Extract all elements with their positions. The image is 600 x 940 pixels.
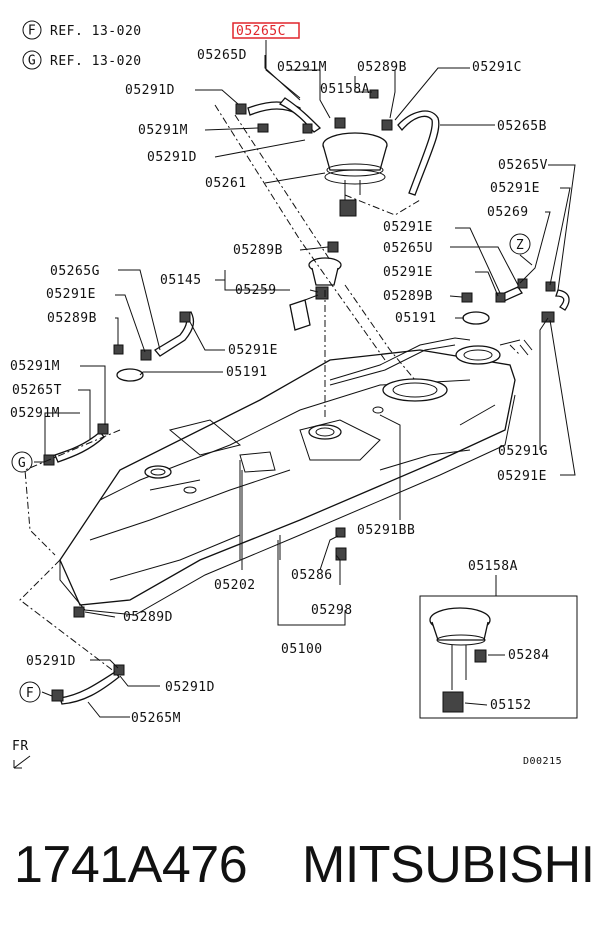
label-05289D[interactable]: 05289D: [123, 610, 173, 625]
sender-unit: [289, 257, 342, 331]
label-05191-r[interactable]: 05191: [395, 311, 437, 326]
label-05291D-r[interactable]: 05291D: [165, 680, 215, 695]
inset-05158A: 05158A 05284 05152: [419, 559, 578, 719]
label-05265T[interactable]: 05265T: [12, 383, 62, 398]
label-05291E-r1[interactable]: 05291E: [490, 181, 540, 196]
footer: 1741A476 MITSUBISHI: [0, 835, 600, 905]
label-05259[interactable]: 05259: [235, 283, 277, 298]
highlighted-part-label[interactable]: 05265C: [236, 24, 286, 39]
top-pump-module: [322, 132, 388, 217]
ref-g-letter: G: [28, 54, 36, 69]
clip-05291D-a-icon: [235, 103, 247, 115]
label-05291M-l1[interactable]: 05291M: [10, 359, 60, 374]
front-indicator: FR: [12, 739, 31, 769]
marker-f: F: [19, 681, 41, 703]
nut-05289B-top-icon: [369, 89, 379, 99]
label-05158A-inset[interactable]: 05158A: [468, 559, 518, 574]
label-05265V[interactable]: 05265V: [498, 158, 548, 173]
ref-f: F REF. 13-020: [22, 20, 142, 40]
marker-z: Z: [509, 233, 531, 255]
label-05291E-r2[interactable]: 05291E: [383, 220, 433, 235]
label-05145[interactable]: 05145: [160, 273, 202, 288]
front-arrow-icon: [13, 755, 31, 769]
nut-05289B-r-icon: [461, 292, 473, 303]
label-05265M[interactable]: 05265M: [131, 711, 181, 726]
label-05291G[interactable]: 05291G: [498, 444, 548, 459]
label-05265D[interactable]: 05265D: [197, 48, 247, 63]
label-05158A-top[interactable]: 05158A: [320, 82, 370, 97]
brand-name: MITSUBISHI: [302, 836, 595, 894]
label-05265B[interactable]: 05265B: [497, 119, 547, 134]
label-05291M-l2[interactable]: 05291M: [10, 406, 60, 421]
label-05269[interactable]: 05269: [487, 205, 529, 220]
label-05291M-b[interactable]: 05291M: [138, 123, 188, 138]
label-05261[interactable]: 05261: [205, 176, 247, 191]
part-number: 1741A476: [14, 836, 248, 894]
label-05289B-top[interactable]: 05289B: [357, 60, 407, 75]
nut-05289B-l-icon: [113, 344, 124, 355]
fuel-tank: [59, 345, 516, 616]
label-05291BB[interactable]: 05291BB: [357, 523, 415, 538]
filter-05152-icon: [442, 691, 464, 713]
diagram-code: D00215: [523, 756, 562, 767]
label-05291M-top[interactable]: 05291M: [277, 60, 327, 75]
label-05202[interactable]: 05202: [214, 578, 256, 593]
label-05152[interactable]: 05152: [490, 698, 532, 713]
label-05289B-l[interactable]: 05289B: [47, 311, 97, 326]
washer-05286-icon: [335, 527, 346, 538]
label-05291E-l2[interactable]: 05291E: [228, 343, 278, 358]
label-05291E-l[interactable]: 05291E: [46, 287, 96, 302]
label-05298[interactable]: 05298: [311, 603, 353, 618]
clip-05291M-b-icon: [257, 123, 269, 133]
label-05291D-b[interactable]: 05291D: [147, 150, 197, 165]
svg-text:F: F: [26, 686, 34, 701]
label-05284[interactable]: 05284: [508, 648, 550, 663]
svg-text:Z: Z: [516, 238, 524, 253]
label-05291E-r4[interactable]: 05291E: [497, 469, 547, 484]
nut-05289B-mid-icon: [327, 241, 339, 253]
label-05265U[interactable]: 05265U: [383, 241, 433, 256]
sensor-05284-icon: [474, 649, 487, 663]
svg-text:FR: FR: [12, 739, 29, 754]
label-05291C[interactable]: 05291C: [472, 60, 522, 75]
label-05289B-mid[interactable]: 05289B: [233, 243, 283, 258]
label-05291D-a[interactable]: 05291D: [125, 83, 175, 98]
highlight-box: [232, 22, 300, 39]
label-05191-l[interactable]: 05191: [226, 365, 268, 380]
bolt-05298-icon: [335, 547, 347, 561]
label-05286[interactable]: 05286: [291, 568, 333, 583]
label-05265G[interactable]: 05265G: [50, 264, 100, 279]
label-05100[interactable]: 05100: [281, 642, 323, 657]
marker-g: G: [11, 451, 33, 473]
svg-text:G: G: [18, 456, 26, 471]
label-05291D-l[interactable]: 05291D: [26, 654, 76, 669]
label-05291E-r3[interactable]: 05291E: [383, 265, 433, 280]
ref-f-letter: F: [28, 24, 36, 39]
ref-g: G REF. 13-020: [22, 50, 142, 70]
parts-diagram: F REF. 13-020 G REF. 13-020 05265C: [10, 20, 578, 769]
ref-g-text: REF. 13-020: [50, 54, 142, 69]
ref-f-text: REF. 13-020: [50, 24, 142, 39]
nut-05289D-icon: [73, 606, 85, 618]
label-05289B-r[interactable]: 05289B: [383, 289, 433, 304]
clip-05291M-top-icon: [302, 123, 313, 134]
